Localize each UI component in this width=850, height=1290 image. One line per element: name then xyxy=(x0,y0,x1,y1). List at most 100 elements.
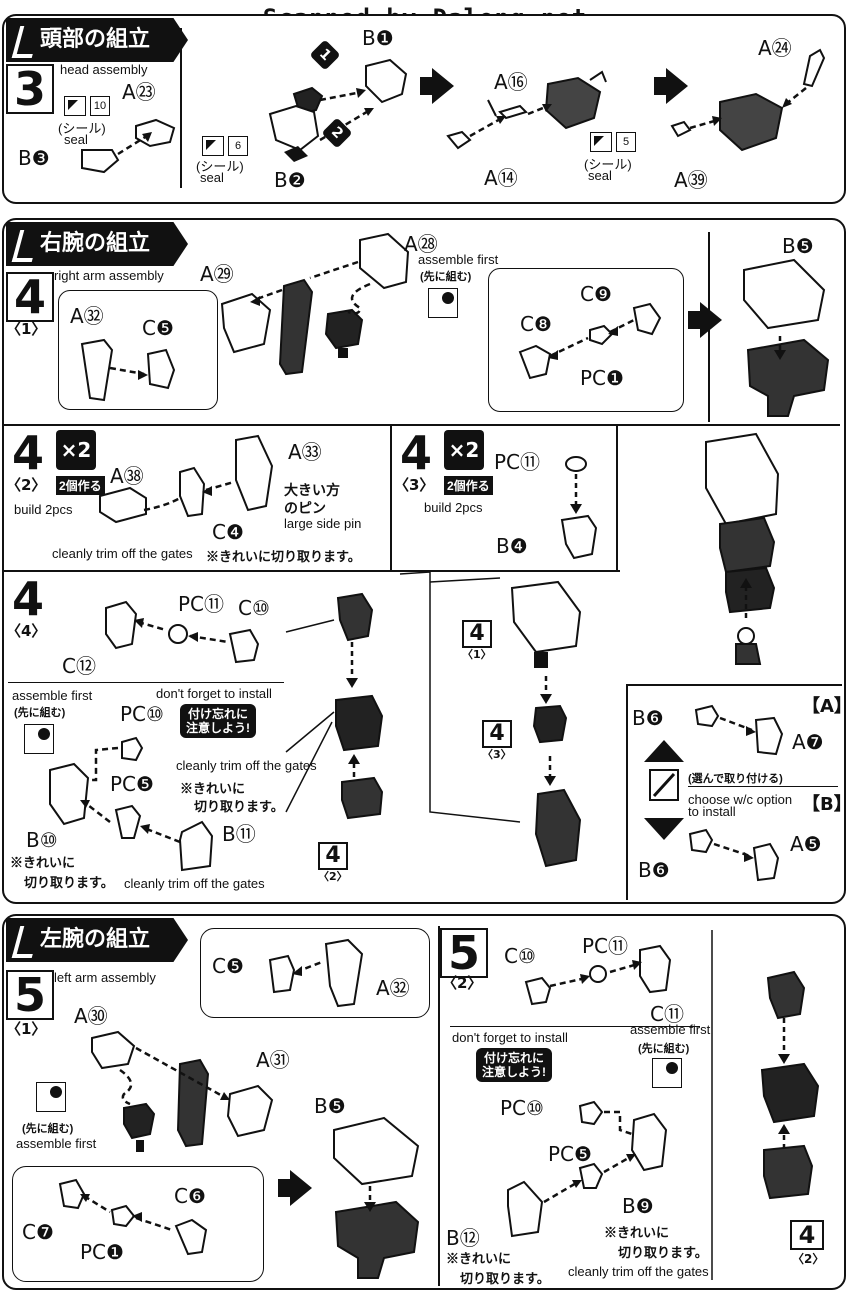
ref-step-4-2: 4 xyxy=(318,842,348,870)
make-2-label: 2個作る xyxy=(56,476,105,495)
seal-en-label: seal xyxy=(200,170,224,185)
callout-lines-center xyxy=(399,571,521,823)
choose-option-en-2: to install xyxy=(688,804,736,819)
seal-5: 5 xyxy=(590,132,636,152)
ref-step-4-3-sub: 〈3〉 xyxy=(482,748,512,761)
seal-6: 6 xyxy=(202,136,248,156)
step-4-2-3-divider xyxy=(390,426,392,570)
step-4-3-illustration xyxy=(560,456,598,560)
dont-forget-badge: 付け忘れに 注意しよう! xyxy=(476,1048,552,1082)
option-b-illustration xyxy=(688,828,780,882)
step-4-1-detail-left-illustration xyxy=(80,338,176,402)
part-label-b12: B⑫ xyxy=(446,1226,480,1250)
dont-forget-jp-2: 注意しよう! xyxy=(482,1065,546,1079)
step-4-1-number: 4 xyxy=(6,272,54,322)
part-label-a30: A㉚ xyxy=(74,1004,108,1028)
step-5-2-hr xyxy=(450,1026,700,1027)
assemble-first-label: assemble first xyxy=(16,1136,97,1151)
seal-icon xyxy=(590,132,612,152)
part-label-pc11: PC⑪ xyxy=(178,592,225,616)
step-5-1-main-illustration xyxy=(91,1030,274,1152)
assemble-first-label: assemble first xyxy=(630,1022,711,1037)
left-arm-forearm-illustration xyxy=(760,970,820,1200)
trim-jp-1: ※きれいに xyxy=(10,855,76,870)
head-section-title: 頭部の組立 xyxy=(6,18,188,62)
part-label-a16: A⑯ xyxy=(494,70,528,94)
seal-jp-label: (シール) xyxy=(196,159,244,174)
right-arm-section-title: 右腕の組立 xyxy=(6,222,188,266)
option-a-label: 【A】 xyxy=(802,696,850,717)
head-divider-1 xyxy=(180,28,182,188)
step-5-2-sub: 〈2〉 xyxy=(442,974,483,992)
part-label-pc10: PC⑩ xyxy=(120,702,164,726)
step-5-divider xyxy=(438,926,440,1286)
assemble-first-icon xyxy=(36,1082,66,1112)
part-label-c10: C⑩ xyxy=(238,596,270,620)
step-4-1-main-illustration xyxy=(220,232,410,376)
assemble-first-icon xyxy=(24,724,54,754)
head-main-illustration xyxy=(268,58,408,162)
part-label-a32: A㉜ xyxy=(70,304,104,328)
part-label-pc1: PC❶ xyxy=(80,1240,124,1264)
seal-icon xyxy=(202,136,224,156)
ref-step-4-1-sub: 〈1〉 xyxy=(462,648,492,661)
step-5-1-result-illustration xyxy=(333,1116,420,1279)
seal-number: 5 xyxy=(616,132,636,152)
part-label-b3: B❸ xyxy=(18,146,50,170)
head-step-left-illustration xyxy=(81,118,176,174)
step-5-1-detail-bottom xyxy=(12,1166,264,1282)
option-b-label: 【B】 xyxy=(802,794,850,815)
step-5-1-detail-bottom-illustration xyxy=(58,1178,208,1256)
step-4-3-right-divider xyxy=(616,426,618,570)
step-4-2-sub: 〈2〉 xyxy=(6,476,47,494)
left-arm-section-title: 左腕の組立 xyxy=(6,918,188,962)
dont-forget-jp-2: 注意しよう! xyxy=(186,721,250,735)
seal-number: 6 xyxy=(228,136,248,156)
part-label-c8: C❽ xyxy=(520,312,552,336)
part-label-a24: A㉔ xyxy=(758,36,792,60)
right-arm-lower-assembly xyxy=(510,580,582,868)
trim-gates-label-4-2: cleanly trim off the gates xyxy=(52,546,193,561)
part-label-c4: C❹ xyxy=(212,520,244,544)
assemble-first-jp: (先に組む) xyxy=(22,1123,74,1135)
part-label-a31: A㉛ xyxy=(256,1048,290,1072)
part-label-b11: B⑪ xyxy=(222,822,256,846)
option-panel-top xyxy=(626,684,842,686)
step-4-2-illustration xyxy=(99,434,274,524)
step-4-1-result-illustration xyxy=(743,258,830,417)
step-5-2-bottom-illustration xyxy=(507,1100,668,1238)
make-2-label: 2個作る xyxy=(444,476,493,495)
callout-lines-4-4 xyxy=(285,619,335,813)
part-label-a39: A㊴ xyxy=(674,168,708,192)
assemble-first-label: assemble first xyxy=(12,688,93,703)
ref-step-4-1: 4 xyxy=(462,620,492,648)
assemble-first-icon xyxy=(428,288,458,318)
trim-jp-2: 切り取ります。 xyxy=(194,799,284,814)
seal-en-label: seal xyxy=(64,132,88,147)
step-4-1-sub: 〈1〉 xyxy=(6,320,47,338)
part-label-c10: C⑩ xyxy=(504,944,536,968)
part-label-a29: A㉙ xyxy=(200,262,234,286)
seal-jp-label: (シール) xyxy=(584,157,632,172)
part-label-a7: A❼ xyxy=(792,730,824,754)
part-label-a14: A⑭ xyxy=(484,166,518,190)
step-4-1-detail-right-illustration xyxy=(518,302,662,380)
step-4-4-sub: 〈4〉 xyxy=(6,622,47,640)
ref-step-4-2-sub: 〈2〉 xyxy=(318,870,348,883)
large-pin-en: large side pin xyxy=(284,516,362,531)
times-2-badge: ×2 xyxy=(56,430,96,470)
trim-gates-label: cleanly trim off the gates xyxy=(124,876,265,891)
assemble-first-jp: (先に組む) xyxy=(420,271,472,283)
choose-option-jp: (選んで取り付ける) xyxy=(688,773,783,785)
right-arm-forearm-illustration xyxy=(335,592,384,820)
part-label-a33: A㉝ xyxy=(288,440,322,464)
dont-forget-badge: 付け忘れに 注意しよう! xyxy=(180,704,256,738)
ref-step-4-3: 4 xyxy=(482,720,512,748)
head-final-illustration xyxy=(670,48,826,152)
trim-gates-jp-4-2: ※きれいに切り取ります。 xyxy=(206,549,361,564)
assemble-first-jp: (先に組む) xyxy=(638,1043,690,1055)
part-label-b5: B❺ xyxy=(782,234,814,258)
part-label-a32: A㉜ xyxy=(376,976,410,1000)
part-label-c5: C❺ xyxy=(142,316,174,340)
ref-step-4-2: 4 xyxy=(790,1220,824,1250)
